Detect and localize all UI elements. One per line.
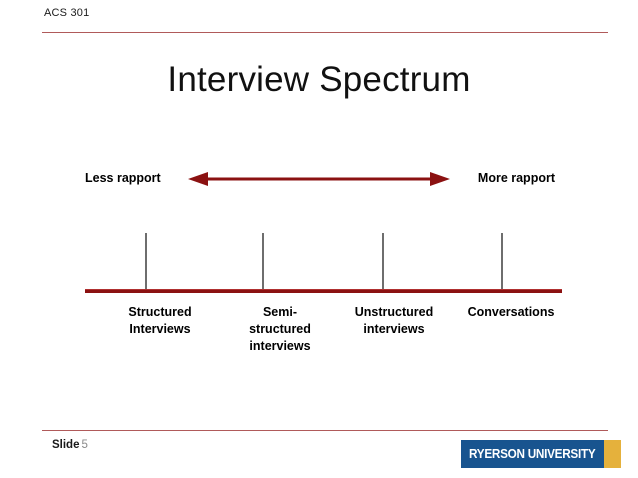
course-code-label: ACS 301	[44, 7, 90, 19]
tick-mark	[501, 233, 503, 290]
university-logo: RYERSON UNIVERSITY	[461, 440, 621, 468]
double-arrow-icon	[188, 170, 450, 188]
footer-divider	[42, 430, 608, 431]
category-line: Interviews	[129, 322, 191, 336]
category-conversations: Conversations	[451, 304, 571, 321]
slide-number-value: 5	[81, 439, 88, 451]
page-title: Interview Spectrum	[167, 60, 471, 99]
category-line: Structured	[128, 305, 192, 319]
category-unstructured-interviews: Unstructured interviews	[335, 304, 453, 338]
category-line: interviews	[363, 322, 425, 336]
tick-mark	[145, 233, 147, 290]
category-line: interviews	[249, 339, 311, 353]
less-rapport-label: Less rapport	[85, 171, 161, 185]
category-line: Unstructured	[354, 305, 434, 319]
logo-text: RYERSON UNIVERSITY	[469, 447, 596, 461]
header-divider	[42, 32, 608, 33]
category-line: structured	[249, 322, 311, 336]
logo-accent-block	[604, 440, 621, 468]
logo-main-block: RYERSON UNIVERSITY	[461, 440, 604, 468]
category-semi-structured-interviews: Semi- structured interviews	[225, 304, 335, 355]
spectrum-axis	[85, 233, 562, 295]
category-line: Semi-	[262, 305, 298, 319]
category-line: Conversations	[467, 305, 555, 319]
more-rapport-label: More rapport	[477, 171, 555, 185]
category-labels: Structured Interviews Semi- structured i…	[85, 304, 575, 374]
tick-mark	[262, 233, 264, 290]
category-structured-interviews: Structured Interviews	[105, 304, 215, 338]
slide-number-word: Slide	[52, 439, 80, 451]
rapport-scale: Less rapport More rapport	[85, 168, 555, 190]
tick-mark	[382, 233, 384, 290]
spectrum-baseline	[85, 289, 562, 293]
